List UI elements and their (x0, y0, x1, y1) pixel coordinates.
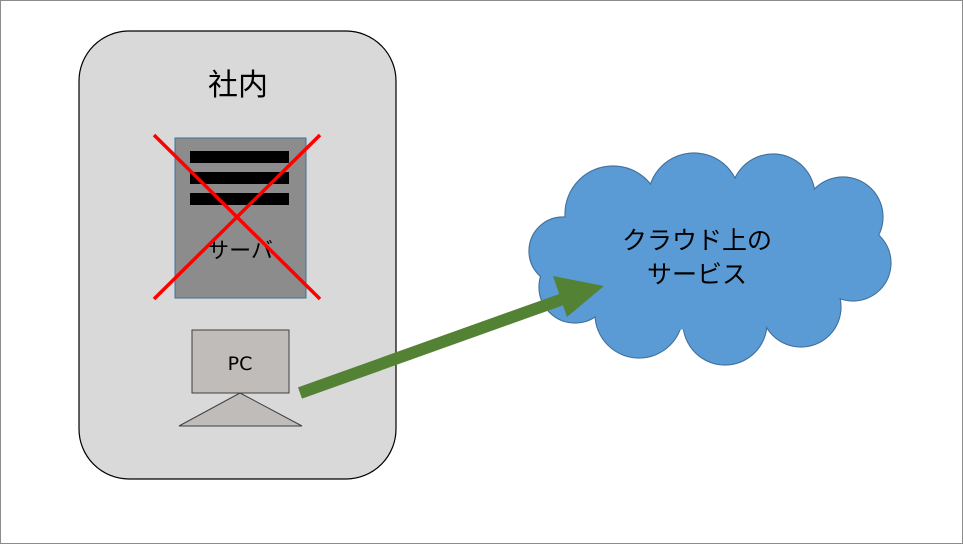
pc-label: PC (228, 353, 253, 375)
cloud-label-line1: クラウド上の (622, 226, 772, 255)
pc-stand (178, 392, 303, 427)
cross-out-icon (152, 133, 322, 301)
cloud-label-line2: サービス (647, 260, 747, 289)
server-slot (190, 172, 289, 184)
arrow-head-icon (553, 276, 604, 317)
cross-line (152, 133, 322, 301)
pc-icon: PC (178, 329, 303, 427)
server-slot (190, 151, 289, 163)
migration-arrow (297, 276, 604, 399)
office-title: 社内 (208, 68, 268, 103)
cloud-shape: クラウド上の サービス (528, 152, 892, 366)
pc-monitor (191, 329, 290, 394)
arrow-shaft (297, 293, 566, 399)
server-slot (190, 193, 289, 205)
